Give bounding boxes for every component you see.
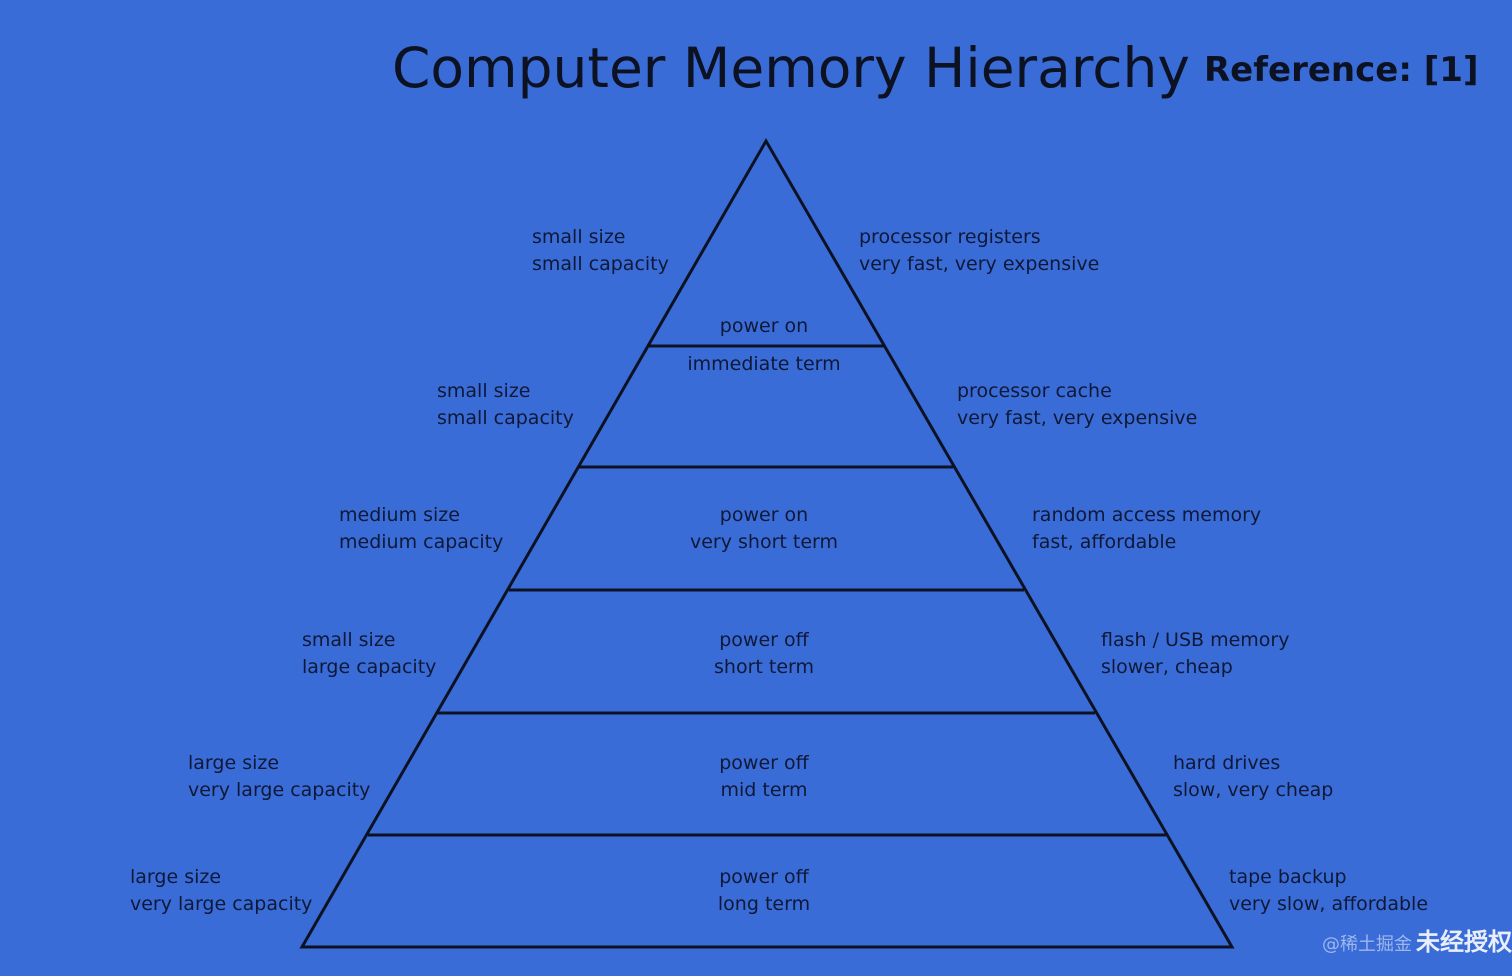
layer-3-center-label: power on very short term — [689, 504, 839, 553]
watermark: @稀土掘金未经授权 — [1322, 922, 1512, 957]
layer-3-right-label: random access memory fast, affordable — [1032, 504, 1262, 553]
layer-4-left-label: small size large capacity — [302, 629, 437, 678]
pyramid-outline — [299, 137, 1235, 949]
diagram-title: Computer Memory Hierarchy — [392, 36, 1190, 100]
layer-1-center-label: power on immediate term — [687, 315, 841, 375]
layer-4-right-label: flash / USB memory slower, cheap — [1101, 629, 1290, 678]
layer-2-left-label: small size small capacity — [437, 380, 574, 429]
layer-6-left-label: large size very large capacity — [130, 866, 313, 915]
watermark-handle: @稀土掘金 — [1322, 934, 1412, 955]
layer-5-left-label: large size very large capacity — [188, 752, 371, 801]
layer-5-right-label: hard drives slow, very cheap — [1173, 752, 1334, 801]
layer-3-left-label: medium size medium capacity — [339, 504, 504, 553]
layer-5-center-label: power off mid term — [719, 752, 809, 801]
watermark-stamp: 未经授权 — [1416, 928, 1512, 956]
layer-6-right-label: tape backup very slow, affordable — [1229, 866, 1429, 915]
layer-1-left-label: small size small capacity — [532, 226, 669, 275]
layer-6-center-label: power off long term — [717, 866, 811, 915]
reference-label: Reference: [1] — [1204, 50, 1479, 90]
layer-1-right-label: processor registers very fast, very expe… — [859, 226, 1100, 275]
layer-4-center-label: power off short term — [714, 629, 814, 678]
layer-2-right-label: processor cache very fast, very expensiv… — [957, 380, 1198, 429]
